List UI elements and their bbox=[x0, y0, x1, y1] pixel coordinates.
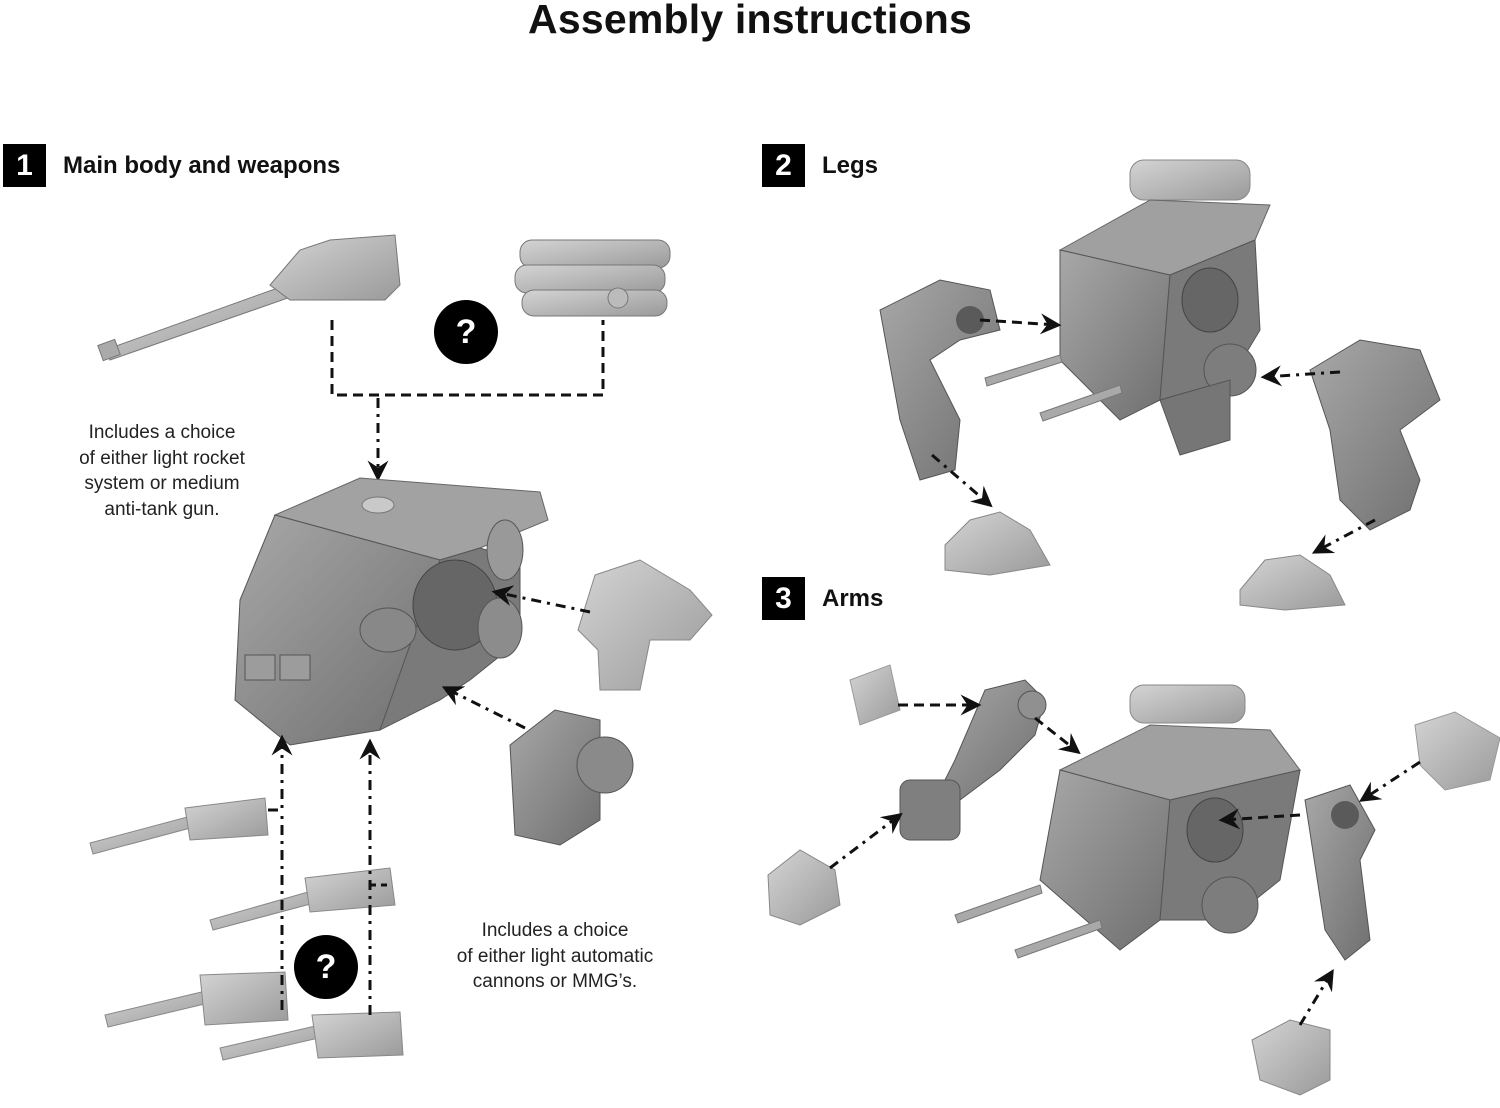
mmg-part-2 bbox=[219, 1011, 404, 1061]
left-claw-arrow bbox=[829, 812, 903, 870]
right-foot-arrow bbox=[1311, 518, 1376, 554]
step-label: Main body and weapons bbox=[63, 151, 341, 179]
step-number-badge: 1 bbox=[3, 144, 46, 187]
choice-badge-question-icon: ? bbox=[434, 300, 498, 364]
step-label: Arms bbox=[822, 584, 884, 612]
step-number-badge: 2 bbox=[762, 144, 805, 187]
right-arm-part bbox=[1304, 784, 1376, 961]
rock-base-part bbox=[577, 559, 713, 691]
mmg-part-1 bbox=[104, 971, 289, 1028]
left-arm-arrow bbox=[1034, 716, 1081, 755]
note-line: cannons or MMG’s. bbox=[472, 971, 638, 992]
anti-tank-gun-part bbox=[97, 234, 401, 362]
weapon-choice-note: Includes a choice of either light automa… bbox=[425, 918, 685, 995]
rocket-system-part bbox=[514, 239, 671, 317]
left-leg-arrow bbox=[979, 313, 1062, 335]
note-line: anti-tank gun. bbox=[104, 498, 220, 520]
choice-badge-question-icon: ? bbox=[294, 935, 358, 999]
autocannon-part-1 bbox=[89, 797, 269, 855]
note-line: of either light rocket bbox=[79, 447, 245, 469]
assembled-body-legs bbox=[984, 159, 1271, 456]
step-number-badge: 3 bbox=[762, 577, 805, 620]
right-arm-arrow bbox=[1218, 808, 1301, 830]
step-3-header: 3 Arms bbox=[762, 577, 883, 620]
step-label: Legs bbox=[822, 151, 879, 179]
right-shoulder-arrow bbox=[1359, 760, 1421, 802]
left-weapon-arrow bbox=[268, 734, 293, 812]
turret-choice-note: Includes a choice of either light rocket… bbox=[52, 420, 272, 522]
right-leg-part bbox=[1309, 339, 1441, 531]
autocannon-part-2 bbox=[209, 867, 396, 931]
note-line: Includes a choice bbox=[481, 920, 629, 941]
rock-arrow bbox=[491, 585, 591, 614]
sponson-arrow bbox=[441, 686, 526, 730]
step-1-header: 1 Main body and weapons bbox=[3, 144, 340, 187]
right-claw-part bbox=[1251, 1019, 1331, 1096]
main-body-part bbox=[234, 477, 549, 746]
left-leg-part bbox=[879, 279, 1001, 481]
right-claw-arrow bbox=[1298, 969, 1334, 1026]
choice-connector-line bbox=[330, 320, 605, 397]
page-title: Assembly instructions bbox=[528, 0, 972, 42]
note-line: system or medium bbox=[84, 473, 240, 494]
left-claw-part bbox=[767, 849, 841, 926]
right-foot-part bbox=[1239, 554, 1346, 611]
step-2-header: 2 Legs bbox=[762, 144, 878, 187]
left-shoulder-plate-part bbox=[849, 664, 901, 726]
left-foot-part bbox=[944, 511, 1051, 576]
left-arm-part bbox=[899, 679, 1047, 841]
sponson-part bbox=[509, 709, 634, 846]
right-shoulder-plate-part bbox=[1414, 711, 1500, 791]
note-line: of either light automatic bbox=[456, 945, 654, 967]
note-line: Includes a choice bbox=[88, 422, 236, 443]
